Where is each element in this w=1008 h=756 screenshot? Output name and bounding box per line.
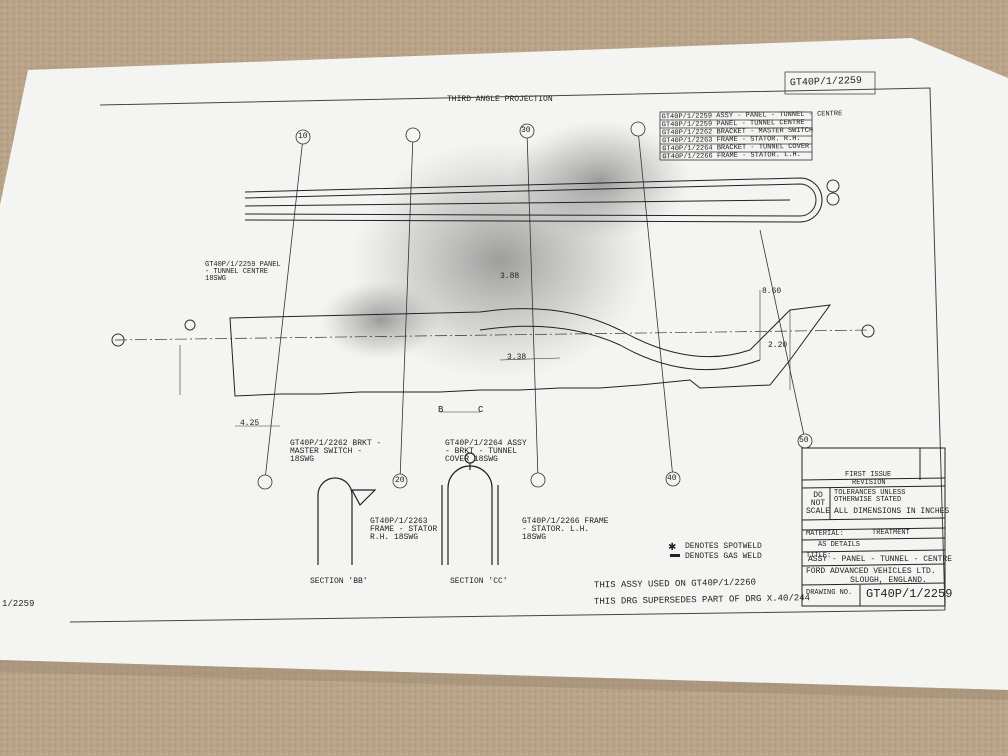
title-block-title-label: TITLE: — [806, 552, 832, 560]
section-bb-label: SECTION 'BB' — [310, 577, 368, 586]
section-bb — [317, 477, 377, 565]
title-block-location: SLOUGH, ENGLAND. — [850, 576, 927, 585]
plan-circle — [826, 192, 840, 206]
centre-mark — [861, 324, 875, 338]
section-cc — [441, 452, 499, 565]
legend-spotweld: DENOTES SPOTWELD — [685, 542, 762, 551]
title-block-company: FORD ADVANCED VEHICLES LTD. — [806, 567, 936, 576]
tunnel-cover-label: GT40P/1/2264 ASSY - BRKT - TUNNEL COVER … — [445, 439, 527, 464]
section-mark-b: B — [438, 405, 444, 415]
station-label-30: 30 — [521, 126, 531, 135]
title-block-do-not-scale: DO NOT SCALE — [806, 491, 831, 516]
dim-top: 3.88 — [500, 272, 520, 281]
frame-lh-label: GT40P/1/2266 FRAME - STATOR. L.H. 18SWG — [522, 517, 609, 542]
dim-bottom: 4.25 — [240, 419, 260, 428]
title-block-material-value: AS DETAILS — [818, 541, 861, 549]
title-block — [801, 447, 946, 607]
dim-right: 8.60 — [762, 287, 782, 296]
plan-circle — [826, 179, 840, 193]
dim-height: 2.20 — [768, 341, 788, 350]
station-label-40: 40 — [667, 474, 677, 483]
smudge-area — [510, 120, 690, 240]
corner-ref-box — [784, 71, 876, 95]
section-mark-c: C — [478, 405, 484, 415]
title-block-drawing-no-label: DRAWING NO. — [806, 589, 853, 597]
title-block-treatment-label: TREATMENT — [872, 529, 910, 537]
parts-list-table — [659, 111, 813, 161]
paper-shadow — [0, 660, 1008, 700]
spotweld-symbol: ✱ — [668, 542, 676, 553]
gasweld-symbol — [670, 554, 680, 557]
legend-gasweld: DENOTES GAS WELD — [685, 552, 762, 561]
side-elevation — [229, 304, 832, 397]
projection-header: THIRD ANGLE PROJECTION — [447, 95, 553, 104]
section-cc-label: SECTION 'CC' — [450, 577, 508, 586]
station-circles — [257, 121, 813, 490]
title-block-revision: REVISION — [852, 479, 886, 487]
panel-tunnel-label: GT40P/1/2259 PANEL - TUNNEL CENTRE 18SWG — [205, 261, 281, 283]
frame-rh-label: GT40P/1/2263 FRAME - STATOR R.H. 18SWG — [370, 517, 438, 542]
station-label-20: 20 — [395, 476, 405, 485]
left-edge-reference: 1/2259 — [2, 599, 35, 609]
centre-mark — [184, 319, 196, 331]
centre-mark — [111, 333, 125, 347]
dim-mid: 3.38 — [507, 353, 527, 362]
smudge-area — [320, 280, 440, 360]
centre-line — [114, 329, 871, 341]
parts-list: GT40P/1/2259 ASSY - PANEL - TUNNEL - CEN… — [662, 110, 843, 163]
title-block-tolerances: TOLERANCES UNLESS OTHERWISE STATED — [834, 489, 906, 504]
drawing-border — [69, 87, 946, 623]
dimension-lines — [179, 290, 791, 427]
station-label-10: 10 — [298, 132, 308, 141]
title-block-issue: FIRST ISSUE — [845, 471, 892, 479]
title-block-material-label: MATERIAL: — [806, 530, 844, 538]
station-label-50: 50 — [799, 436, 809, 445]
title-block-dimensions: ALL DIMENSIONS IN INCHES — [834, 507, 950, 516]
plan-view — [244, 177, 823, 223]
title-block-title: ASSY - PANEL - TUNNEL - CENTRE — [808, 555, 953, 564]
master-switch-label: GT40P/1/2262 BRKT - MASTER SWITCH - 18SW… — [290, 439, 382, 464]
title-block-drawing-no: GT40P/1/2259 — [866, 587, 953, 601]
